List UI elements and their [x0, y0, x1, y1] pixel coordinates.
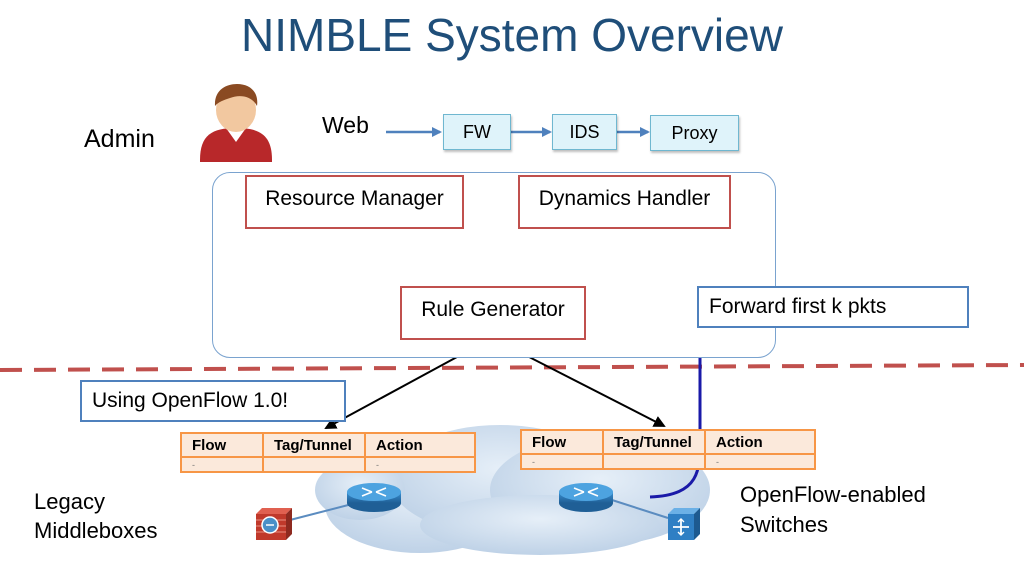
action-cell: -	[364, 456, 476, 473]
page-title: NIMBLE System Overview	[241, 9, 783, 61]
tag-tunnel-header: Tag/Tunnel	[262, 432, 366, 458]
admin-person-icon	[200, 84, 272, 162]
action-header: Action	[364, 432, 476, 458]
rule-generator-box: Rule Generator	[400, 286, 586, 340]
legacy-flow-table: Flow Tag/Tunnel Action - -	[180, 432, 476, 473]
legacy-line: Legacy	[34, 489, 105, 514]
openflow-note: Using OpenFlow 1.0!	[80, 380, 346, 422]
openflow-switches-label: OpenFlow-enabled Switches	[740, 480, 926, 540]
admin-label: Admin	[84, 125, 155, 153]
dynamics-handler-box: Dynamics Handler	[518, 175, 731, 229]
legacy-middleboxes-label: Legacy Middleboxes	[34, 487, 158, 545]
flow-header: Flow	[520, 429, 604, 455]
router-icon	[347, 483, 401, 512]
flow-header: Flow	[180, 432, 264, 458]
openflow-switch-icon	[668, 508, 700, 540]
action-cell: -	[704, 453, 816, 470]
openflow-enabled-line: OpenFlow-enabled	[740, 482, 926, 507]
middlebox-icon	[256, 508, 292, 540]
forward-note: Forward first k pkts	[697, 286, 969, 328]
middleboxes-line: Middleboxes	[34, 518, 158, 543]
fw-box: FW	[443, 114, 511, 150]
router-icon	[559, 483, 613, 512]
tag-tunnel-header: Tag/Tunnel	[602, 429, 706, 455]
action-header: Action	[704, 429, 816, 455]
proxy-box: Proxy	[650, 115, 739, 151]
switch-link	[611, 499, 669, 519]
tag-tunnel-cell	[262, 456, 366, 473]
dashed-separator	[0, 363, 1024, 372]
resource-manager-box: Resource Manager	[245, 175, 464, 229]
flow-cell: -	[520, 453, 604, 470]
switches-line: Switches	[740, 512, 829, 537]
web-label: Web	[322, 112, 369, 138]
flow-cell: -	[180, 456, 264, 473]
tag-tunnel-cell	[602, 453, 706, 470]
ids-box: IDS	[552, 114, 617, 150]
openflow-flow-table: Flow Tag/Tunnel Action - -	[520, 429, 816, 470]
